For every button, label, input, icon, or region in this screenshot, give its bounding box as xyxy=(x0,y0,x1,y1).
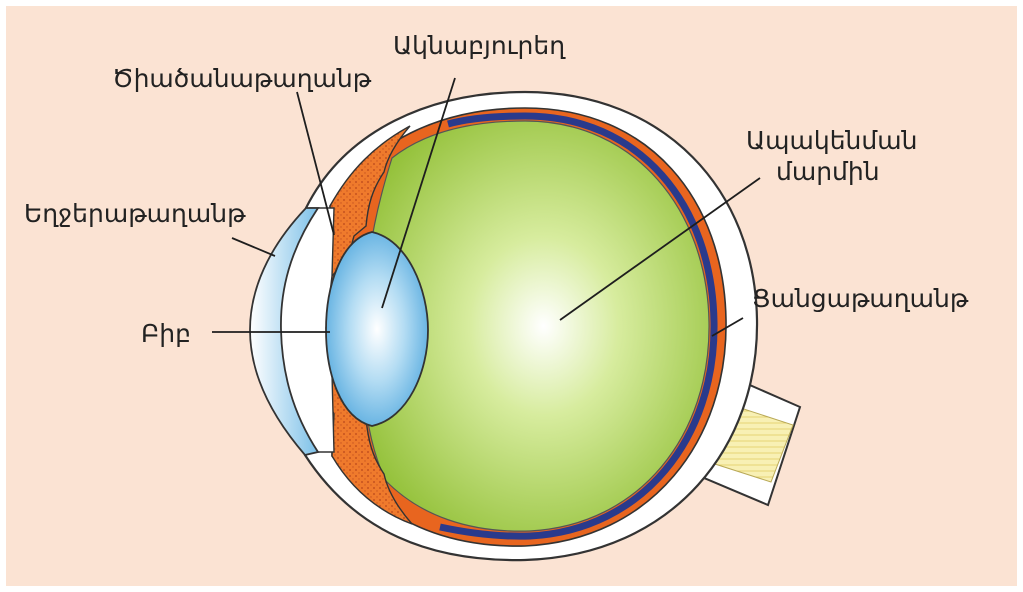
label-vitreous-line2: մարմին xyxy=(776,157,880,186)
label-retina: Ցանցաթաղանթ xyxy=(752,284,969,313)
label-pupil: Բիբ xyxy=(141,319,191,348)
cornea-leader-line xyxy=(232,238,275,256)
label-cornea: Եղջերաթաղանթ xyxy=(24,199,246,228)
label-vitreous-line1: Ապակենման xyxy=(746,126,917,155)
label-lens: Ակնաբյուրեղ xyxy=(393,31,566,60)
label-ciliary: Ծիածանաթաղանթ xyxy=(112,64,372,93)
